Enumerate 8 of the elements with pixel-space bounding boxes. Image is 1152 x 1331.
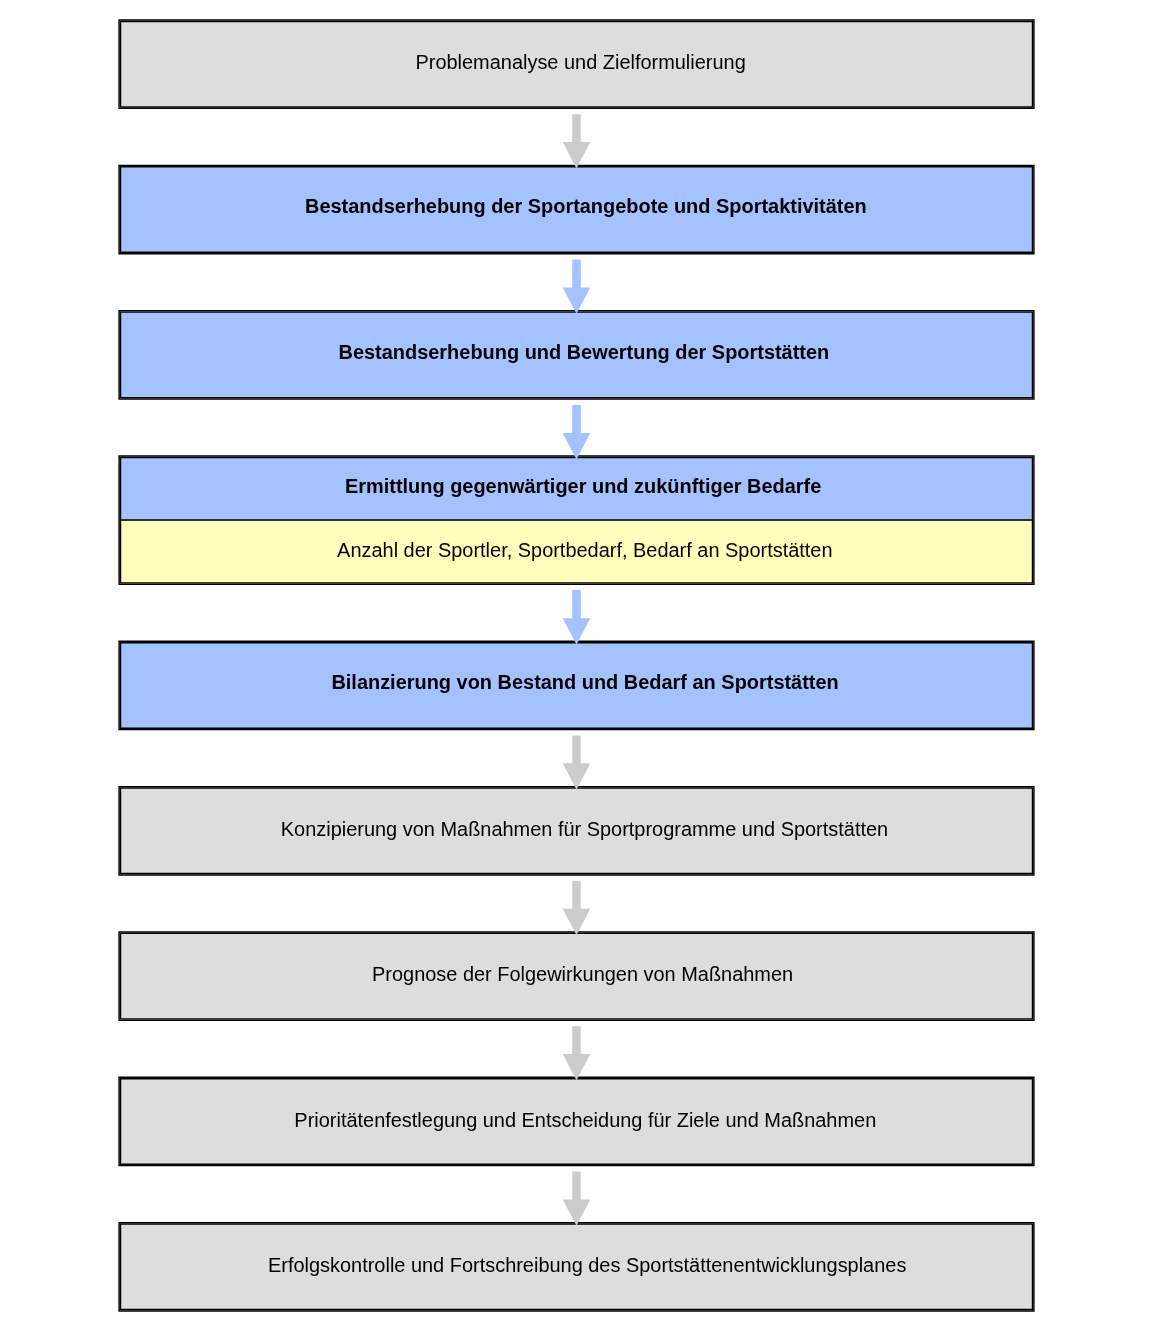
arrow [562,114,590,169]
arrow [562,735,590,790]
arrow [562,405,590,460]
arrow [562,1171,590,1226]
arrow [562,259,590,314]
arrow [562,880,590,935]
arrow [562,1026,590,1081]
arrow [562,590,590,645]
